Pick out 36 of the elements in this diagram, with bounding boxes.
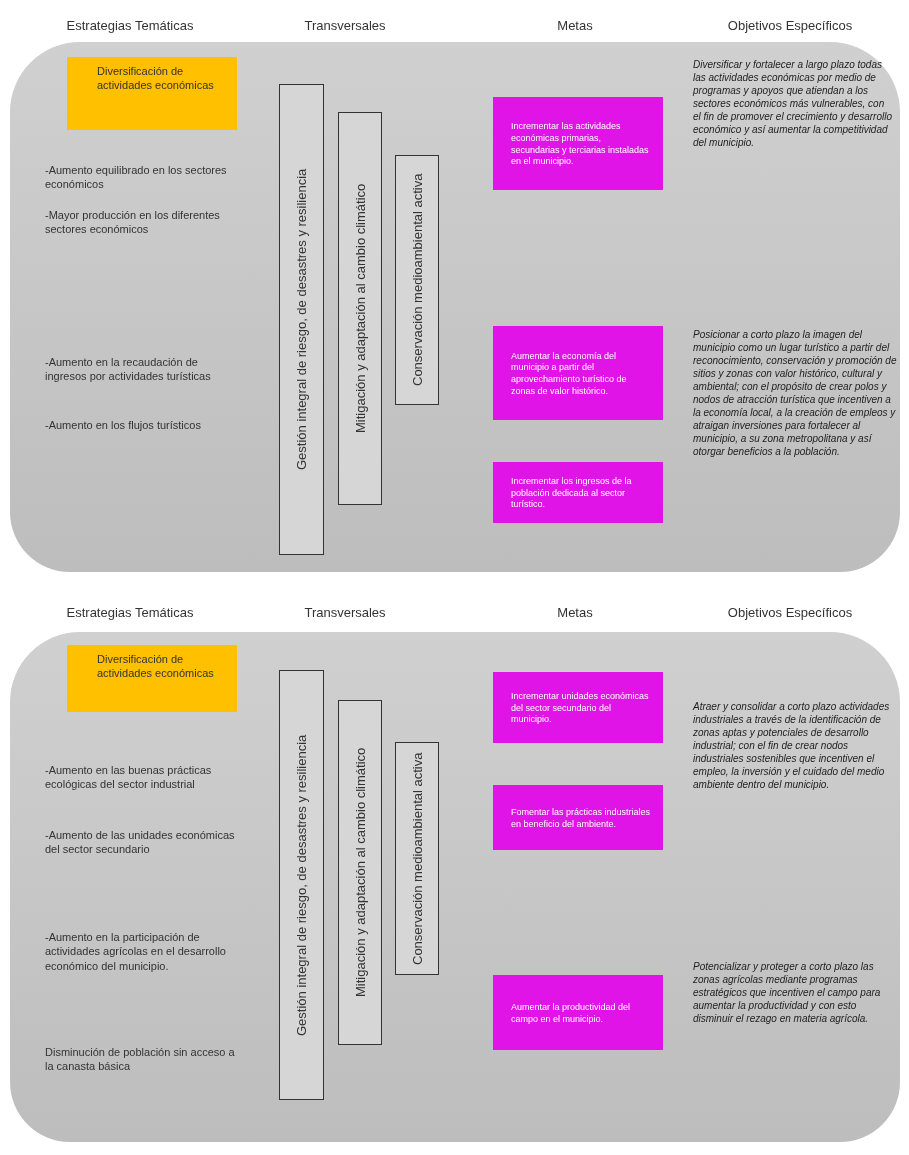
column-heading: Objetivos Específicos bbox=[726, 18, 854, 33]
goal-box: Incrementar las actividades económicas primarias, secundarias y terciarias instaladas en el municipio. bbox=[493, 97, 663, 190]
indicator-text: -Aumento equilibrado en los sectores económicos bbox=[45, 163, 228, 192]
goal-box: Fomentar las prácticas industriales en beneficio del ambiente. bbox=[493, 785, 663, 850]
column-heading: Transversales bbox=[303, 605, 387, 620]
indicator-text: -Aumento en las buenas prácticas ecológicas del sector industrial bbox=[45, 763, 213, 792]
cross-cutting-box: Gestión integral de riesgo, de desastres y resiliencia bbox=[279, 84, 324, 555]
cross-cutting-box: Conservación medioambiental activa bbox=[395, 155, 439, 405]
cross-cutting-box: Mitigación y adaptación al cambio climático bbox=[338, 700, 382, 1045]
goal-box: Incrementar los ingresos de la población dedicada al sector turístico. bbox=[493, 462, 663, 523]
objective-text: Atraer y consolidar a corto plazo actividades industriales a través de la identificación de zonas aptas y potenciales de desarrollo industrial; con el fin de crear nodos industriales sostenibles que incentiven el empleo, la inversión y el cuidado del medio ambiente dentro del municipio. bbox=[693, 700, 891, 791]
indicator-text: Disminución de población sin acceso a la canasta básica bbox=[45, 1045, 236, 1074]
column-heading: Transversales bbox=[303, 18, 387, 33]
objective-text: Posicionar a corto plazo la imagen del municipio como un lugar turístico a partir del reconocimiento, conservación y promoción de sitios y zonas con valor histórico, cultural y ambiental; con el propósito de crear polos y nodos de atracción turística que incentiven a la economía local, a la creación de empleos y atraigan inversiones para fortalecer al municipio, a su zona metropolitana y así otorgar beneficios a la población. bbox=[693, 328, 898, 458]
goal-box: Incrementar unidades económicas del sector secundario del municipio. bbox=[493, 672, 663, 743]
column-heading: Objetivos Específicos bbox=[726, 605, 854, 620]
goal-box: Aumentar la economía del municipio a partir del aprovechamiento turístico de zonas de valor histórico. bbox=[493, 326, 663, 420]
indicator-text: -Mayor producción en los diferentes sectores económicos bbox=[45, 208, 221, 237]
panel-background bbox=[10, 42, 900, 572]
column-heading: Estrategias Temáticas bbox=[65, 18, 195, 33]
strategy-box: Diversificación de actividades económicas bbox=[67, 645, 237, 712]
indicator-text: -Aumento en la recaudación de ingresos por actividades turísticas bbox=[45, 355, 212, 384]
panel-background bbox=[10, 632, 900, 1142]
column-heading: Metas bbox=[556, 18, 594, 33]
cross-cutting-box: Conservación medioambiental activa bbox=[395, 742, 439, 975]
indicator-text: -Aumento en la participación de actividades agrícolas en el desarrollo económico del municipio. bbox=[45, 930, 227, 973]
column-heading: Estrategias Temáticas bbox=[65, 605, 195, 620]
strategy-box: Diversificación de actividades económicas bbox=[67, 57, 237, 130]
goal-box: Aumentar la productividad del campo en el municipio. bbox=[493, 975, 663, 1050]
cross-cutting-box: Gestión integral de riesgo, de desastres y resiliencia bbox=[279, 670, 324, 1100]
cross-cutting-box: Mitigación y adaptación al cambio climático bbox=[338, 112, 382, 505]
indicator-text: -Aumento en los flujos turísticos bbox=[45, 418, 202, 433]
objective-text: Diversificar y fortalecer a largo plazo todas las actividades económicas por medio de programas y apoyos que atiendan a los sectores económicos más vulnerables, con el fin de promover el crecimiento y desarrollo económico y así aumentar la competitividad del municipio. bbox=[693, 58, 893, 149]
objective-text: Potencializar y proteger a corto plazo las zonas agrícolas mediante programas estratégicos que incentiven el campo para aumentar la productividad y con esto disminuir el rezago en materia agrícola. bbox=[693, 960, 882, 1025]
indicator-text: -Aumento de las unidades económicas del sector secundario bbox=[45, 828, 236, 857]
column-heading: Metas bbox=[556, 605, 594, 620]
